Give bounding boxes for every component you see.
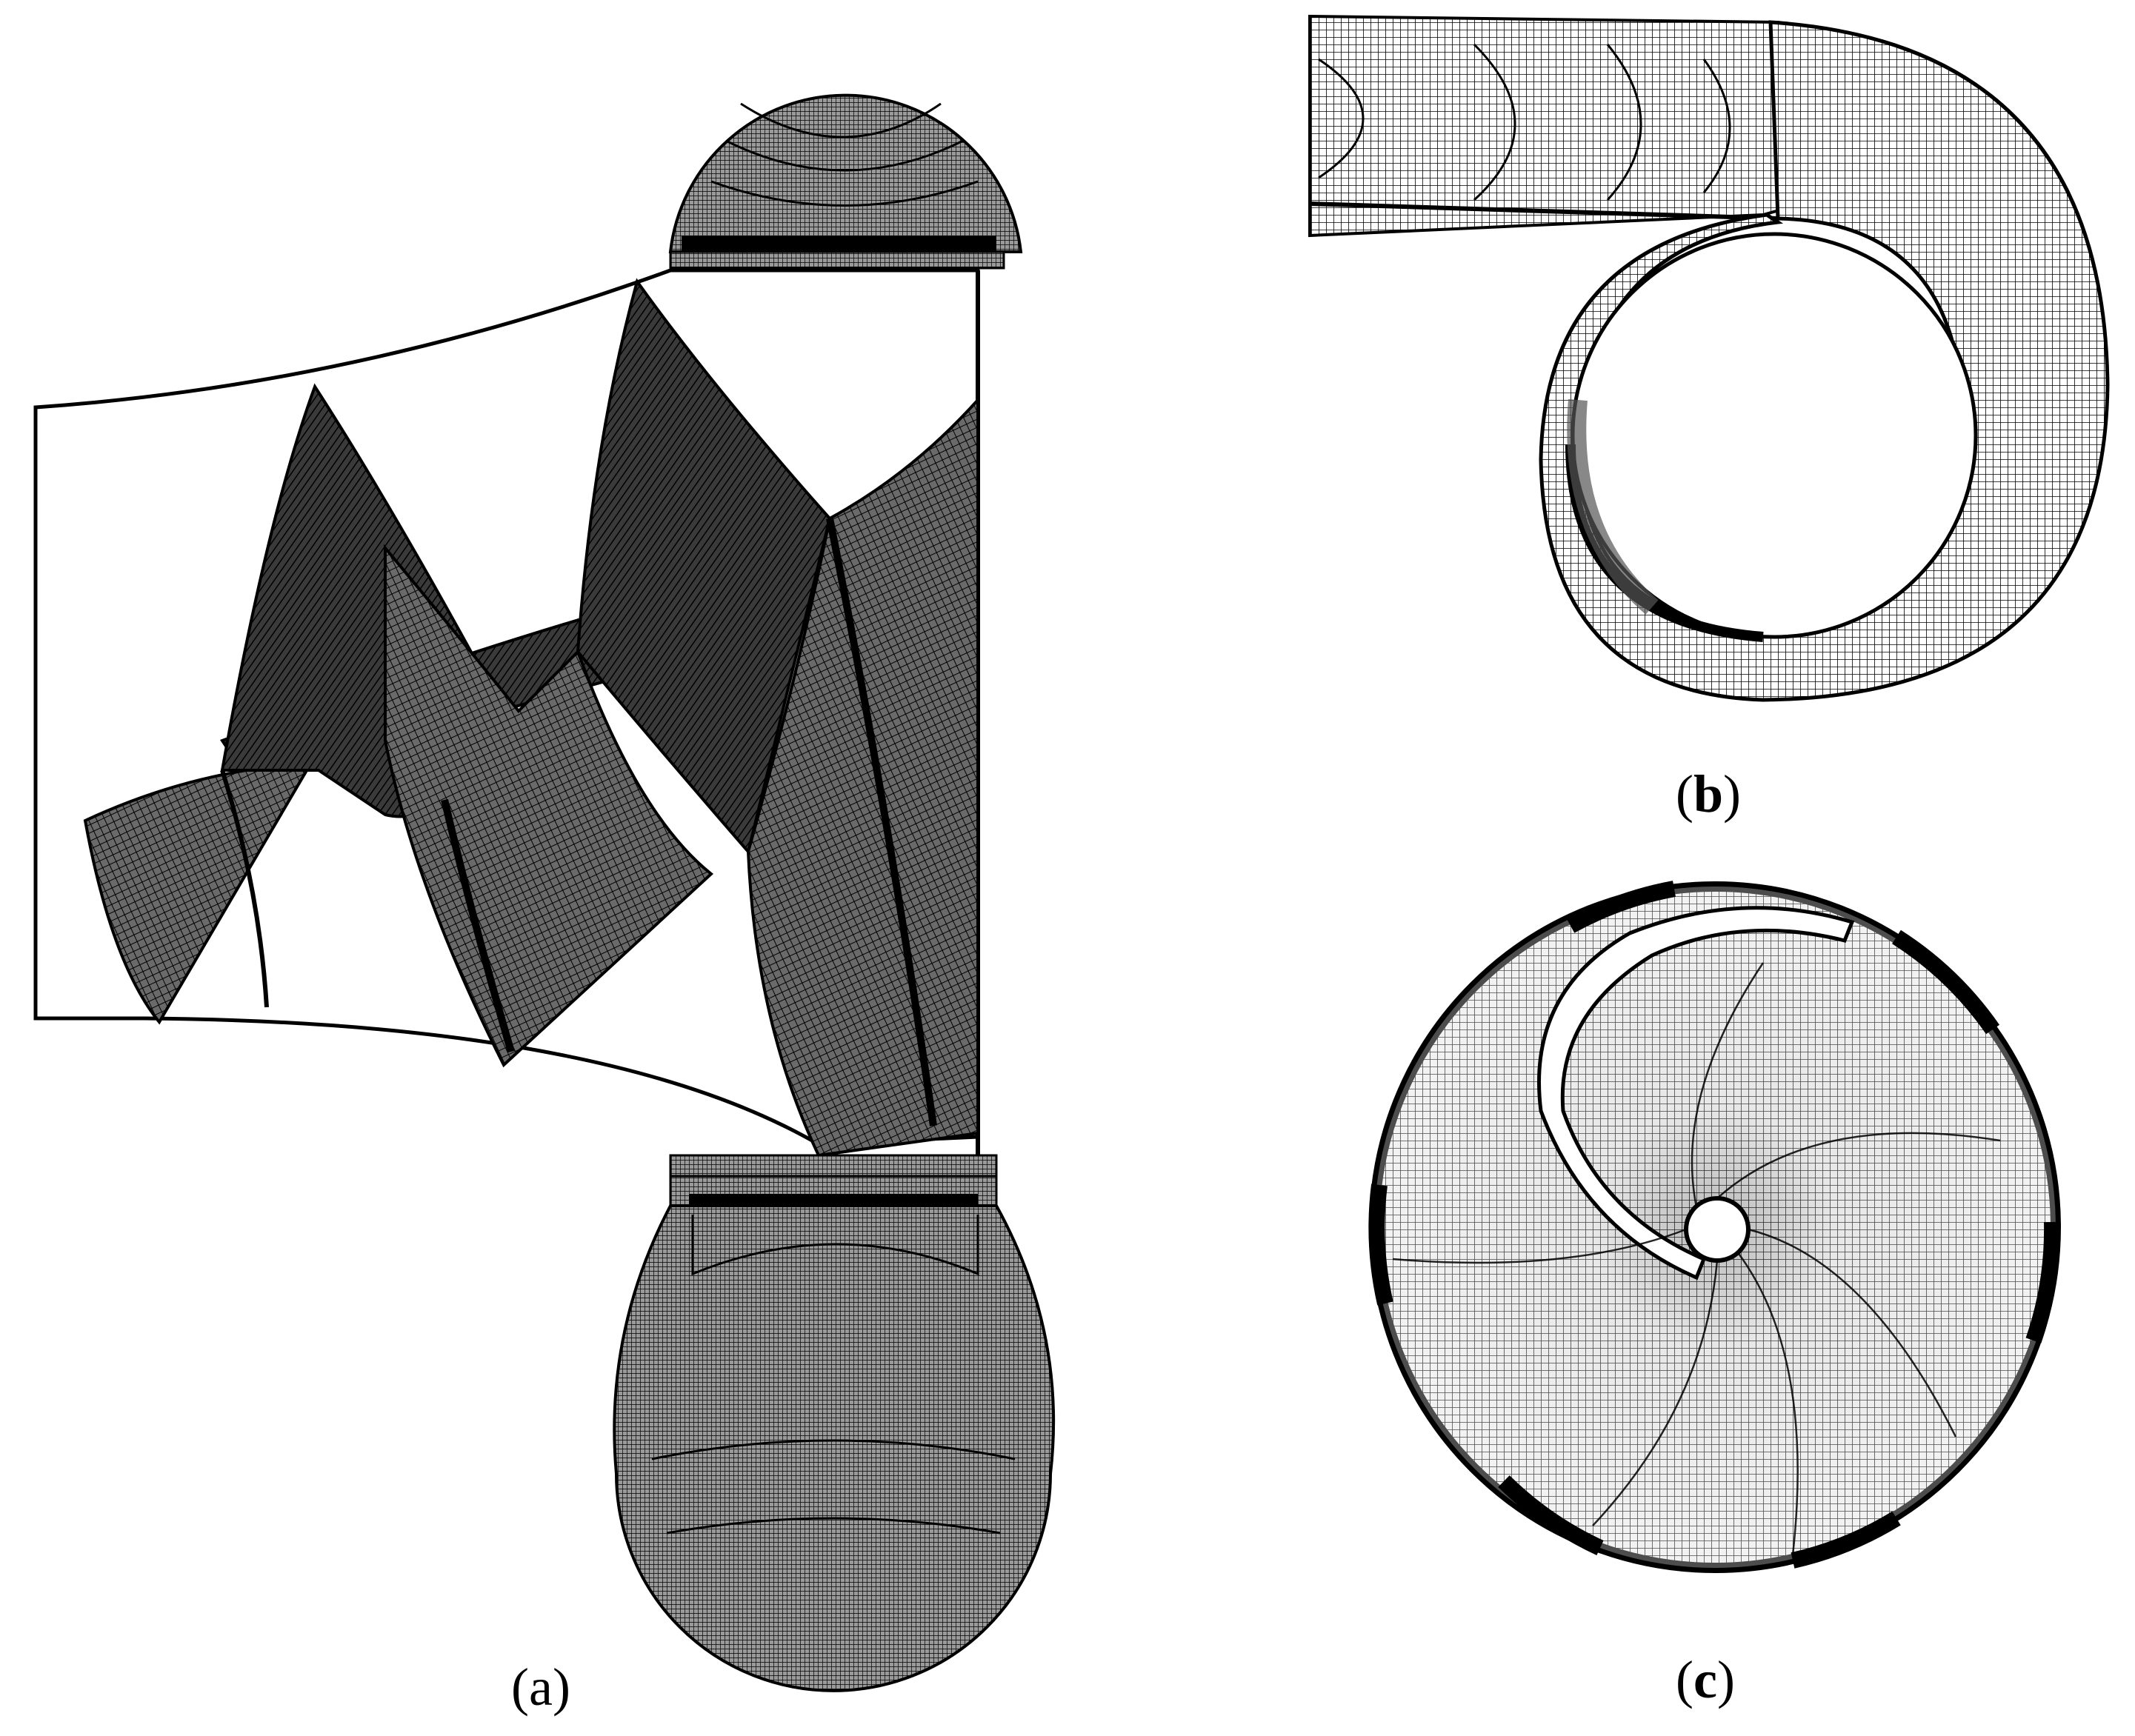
panel-b-volute-mesh xyxy=(1308,14,2110,702)
panel-a-blade-5 xyxy=(746,395,979,1158)
caption-b: (b) xyxy=(1676,764,1742,824)
panel-a-blade-4 xyxy=(576,278,832,855)
panel-a-impeller-mesh xyxy=(33,93,1056,1692)
caption-c: (c) xyxy=(1676,1650,1735,1709)
panel-a-top-cap xyxy=(668,93,1023,270)
panel-a-blade-3 xyxy=(384,544,714,1068)
panel-c-spiral-disk-mesh xyxy=(1368,881,2061,1573)
panel-a-bottom-cap xyxy=(613,1154,1056,1692)
panel-c-spiral-gap xyxy=(1537,906,1855,1281)
caption-a: (a) xyxy=(511,1657,570,1717)
panel-c-hub-hole xyxy=(1684,1196,1751,1263)
panel-a-blade-1 xyxy=(83,761,314,1025)
